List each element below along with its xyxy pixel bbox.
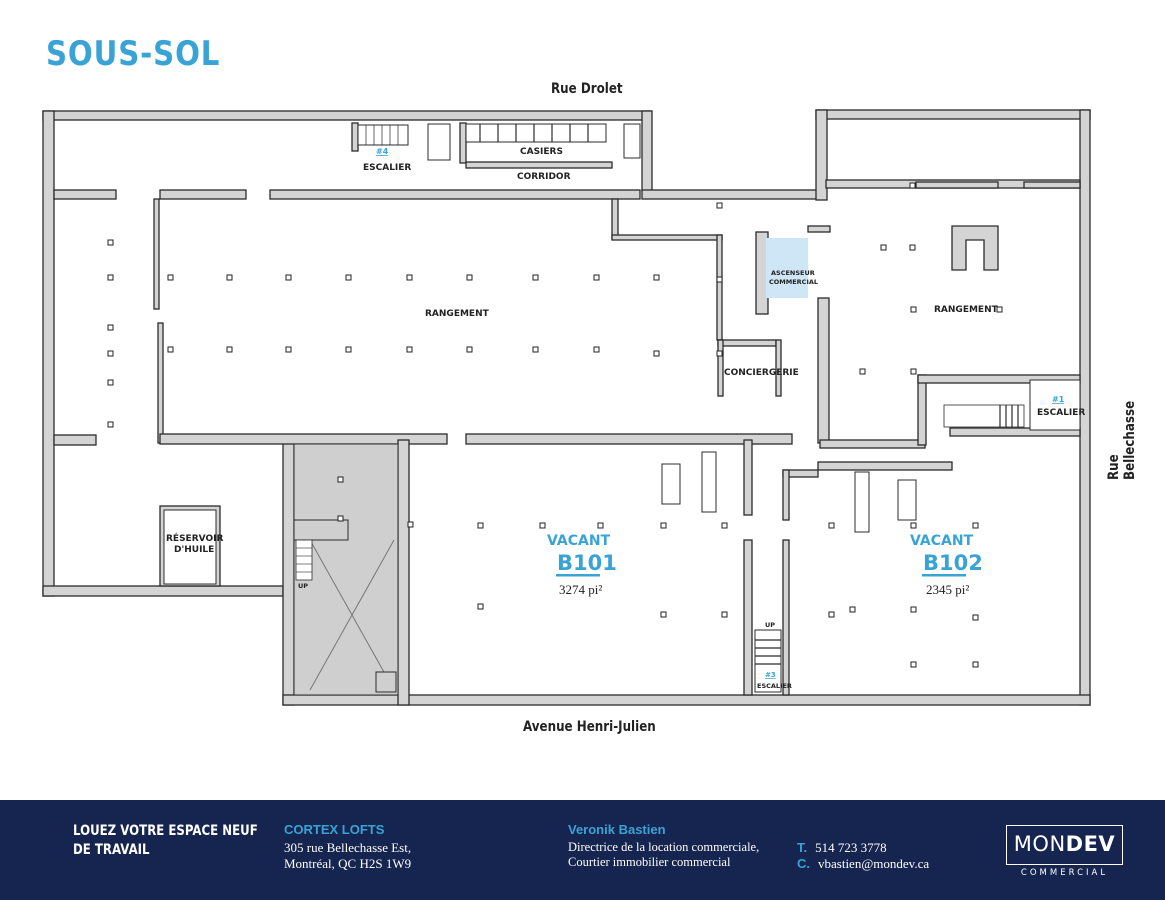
escalier-4-number: #4 <box>376 147 389 156</box>
b102-status: VACANT <box>910 533 974 549</box>
floor-plan: .w { fill:#d4d4d4; stroke:#2b2b2b; strok… <box>42 109 1091 706</box>
phone-number[interactable]: 514 723 3778 <box>815 840 887 855</box>
project-name: CORTEX LOFTS <box>284 822 385 837</box>
phone-label: T. <box>797 840 808 855</box>
project-address: 305 rue Bellechasse Est, Montréal, QC H2… <box>284 840 411 872</box>
address-line-2: Montréal, QC H2S 1W9 <box>284 856 412 871</box>
tagline-line-2: DE TRAVAIL <box>73 842 150 858</box>
street-label-bottom: Avenue Henri-Julien <box>523 719 656 735</box>
outer-walls <box>42 109 1091 706</box>
escalier-1-label: ESCALIER <box>1037 408 1085 418</box>
up-label-left: UP <box>298 582 308 590</box>
email-label: C. <box>797 856 810 871</box>
b102-area: 2345 pi² <box>926 582 969 597</box>
b101-status: VACANT <box>547 533 611 549</box>
logo-subtitle: COMMERCIAL <box>1020 868 1109 878</box>
rangement-right-label: RANGEMENT <box>934 305 999 315</box>
elevator <box>755 231 808 315</box>
escalier-3-label: ESCALIER <box>757 682 792 690</box>
lockers <box>427 123 641 161</box>
b101-area: 3274 pi² <box>559 582 602 597</box>
contact-role-line-1: Directrice de la location commerciale, <box>568 840 760 854</box>
escalier-4-label: ESCALIER <box>363 163 411 173</box>
escalier-1-number: #1 <box>1052 395 1065 404</box>
b102-id: B102 <box>923 551 983 575</box>
street-label-top: Rue Drolet <box>551 81 623 97</box>
unit-b101[interactable]: VACANT B101 3274 pi² <box>547 533 617 597</box>
logo-bold: DEV <box>1065 832 1116 856</box>
rangement-left-label: RANGEMENT <box>425 309 490 319</box>
contact-role-line-2: Courtier immobilier commercial <box>568 855 731 869</box>
up-label-center: UP <box>765 621 775 629</box>
staircase-1 <box>943 379 1081 431</box>
footer-tagline: LOUEZ VOTRE ESPACE NEUF DE TRAVAIL <box>73 822 275 860</box>
ascenseur-label-1: ASCENSEUR <box>771 269 815 277</box>
staircase-4 <box>357 124 409 146</box>
shaft-area <box>293 443 399 696</box>
structure-column <box>951 225 999 271</box>
escalier-3-number: #3 <box>765 671 776 679</box>
tagline-line-1: LOUEZ VOTRE ESPACE NEUF <box>73 823 258 839</box>
reservoir-label-1: RÉSERVOIR <box>166 532 223 544</box>
kitchenettes <box>661 451 917 533</box>
structural-columns <box>107 182 1003 668</box>
contact-role: Directrice de la location commerciale, C… <box>568 840 759 870</box>
conciergerie-label: CONCIERGERIE <box>724 368 799 378</box>
email-address[interactable]: vbastien@mondev.ca <box>818 856 930 871</box>
logo-light: MON <box>1013 832 1066 856</box>
casiers-label: CASIERS <box>520 147 563 157</box>
b101-id: B101 <box>557 551 617 575</box>
phone-row[interactable]: T. 514 723 3778 <box>797 840 929 856</box>
corridor-label: CORRIDOR <box>517 172 571 182</box>
staircase-3 <box>754 629 782 693</box>
email-row[interactable]: C. vbastien@mondev.ca <box>797 856 929 872</box>
contact-name: Veronik Bastien <box>568 822 666 837</box>
unit-b102[interactable]: VACANT B102 2345 pi² <box>910 533 983 597</box>
page-title: SOUS-SOL <box>46 34 221 74</box>
address-line-1: 305 rue Bellechasse Est, <box>284 840 412 855</box>
interior-walls <box>53 122 1081 706</box>
contact-details: T. 514 723 3778 C. vbastien@mondev.ca <box>797 840 929 872</box>
ascenseur-label-2: COMMERCIAL <box>769 278 818 286</box>
reservoir-label-2: D'HUILE <box>174 545 214 555</box>
mondev-logo[interactable]: MONDEV <box>1006 825 1123 865</box>
footer: LOUEZ VOTRE ESPACE NEUF DE TRAVAIL CORTE… <box>0 800 1165 900</box>
